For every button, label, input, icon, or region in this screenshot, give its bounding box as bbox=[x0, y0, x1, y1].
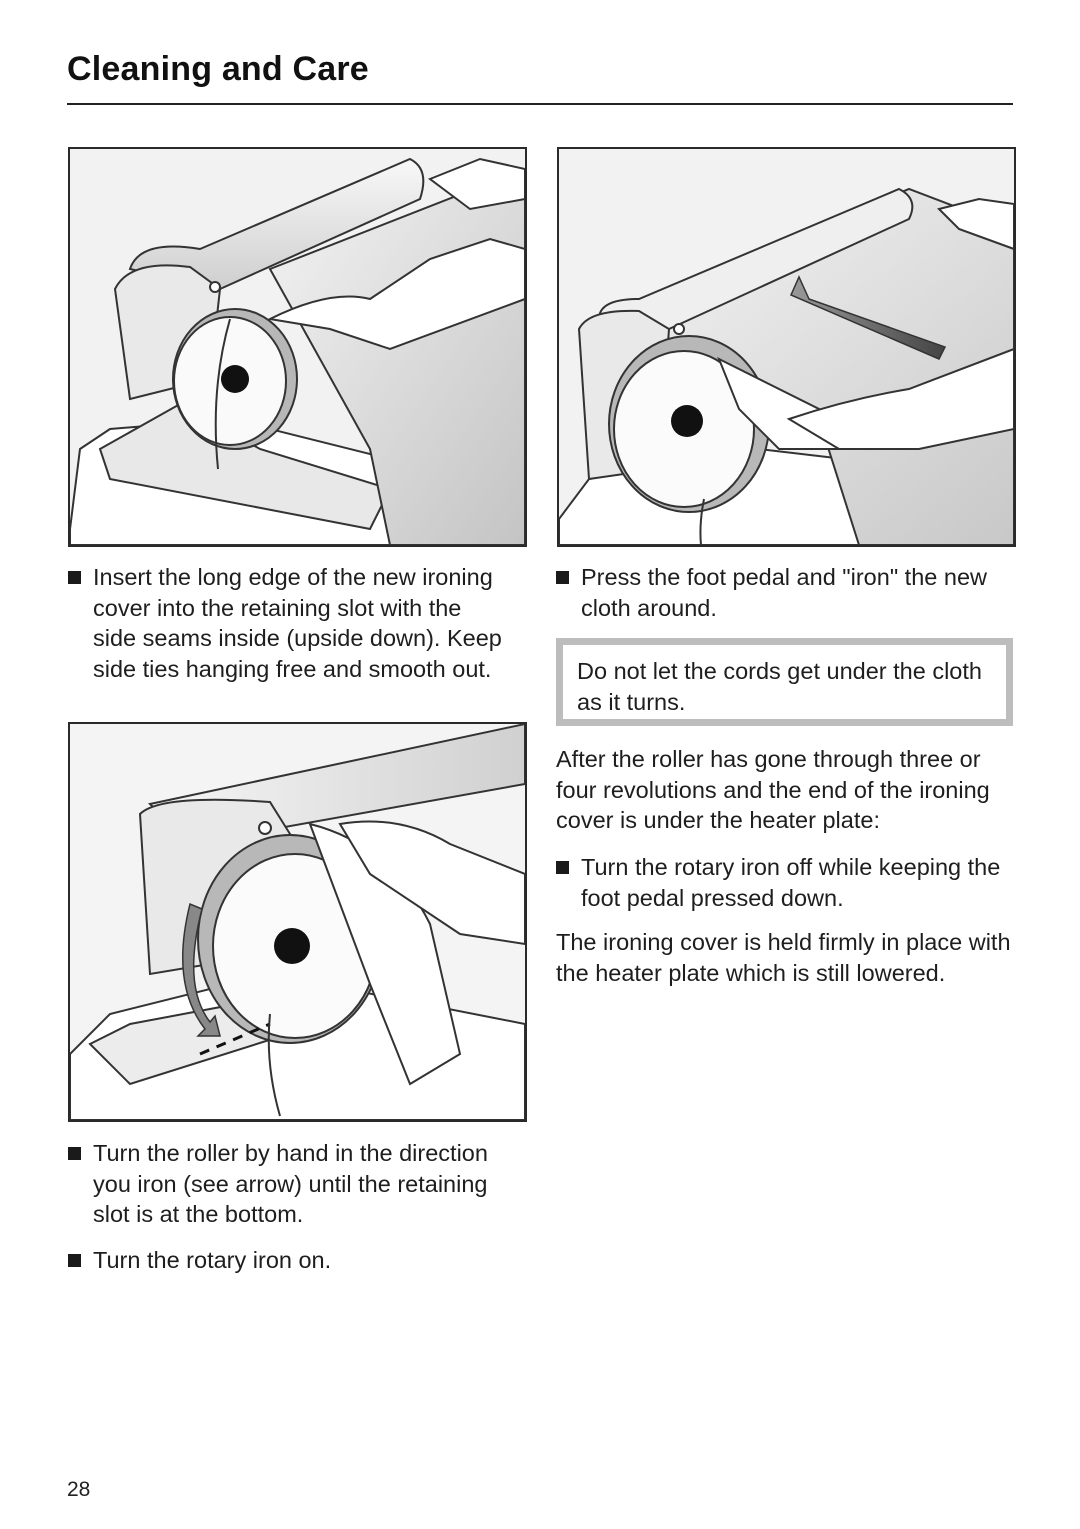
page-number: 28 bbox=[67, 1478, 91, 1501]
step-turn-roller-text: Turn the roller by hand in the direction… bbox=[93, 1140, 488, 1228]
title-divider bbox=[67, 103, 1013, 105]
step-insert-cover-text: Insert the long edge of the new ironing … bbox=[93, 564, 502, 682]
bullet-icon bbox=[68, 1254, 81, 1267]
step-turn-off: Turn the rotary iron off while keeping t… bbox=[556, 852, 1006, 913]
step-insert-cover: Insert the long edge of the new ironing … bbox=[68, 562, 508, 684]
bullet-icon bbox=[556, 861, 569, 874]
step-turn-on: Turn the rotary iron on. bbox=[68, 1245, 508, 1276]
illustration-iron-cloth bbox=[557, 147, 1016, 547]
step-turn-roller: Turn the roller by hand in the direction… bbox=[68, 1138, 528, 1230]
warning-note-box: Do not let the cords get under the cloth… bbox=[556, 638, 1013, 726]
step-press-pedal: Press the foot pedal and "iron" the new … bbox=[556, 562, 996, 623]
step-turn-off-text: Turn the rotary iron off while keeping t… bbox=[581, 854, 1001, 911]
bullet-icon bbox=[556, 571, 569, 584]
bullet-icon bbox=[68, 571, 81, 584]
illustration-insert-cover bbox=[68, 147, 527, 547]
page-title: Cleaning and Care bbox=[67, 50, 369, 88]
warning-note-text: Do not let the cords get under the cloth… bbox=[577, 658, 982, 715]
straight-arrow-icon bbox=[790, 275, 947, 360]
step-turn-on-text: Turn the rotary iron on. bbox=[93, 1247, 332, 1273]
bullet-icon bbox=[68, 1147, 81, 1160]
curved-arrow-icon bbox=[182, 902, 221, 1037]
illustration-turn-roller bbox=[68, 722, 527, 1122]
intro-paragraph: After the roller has gone through three … bbox=[556, 746, 990, 834]
result-paragraph: The ironing cover is held firmly in plac… bbox=[556, 929, 1011, 986]
step-press-pedal-text: Press the foot pedal and "iron" the new … bbox=[581, 564, 987, 621]
